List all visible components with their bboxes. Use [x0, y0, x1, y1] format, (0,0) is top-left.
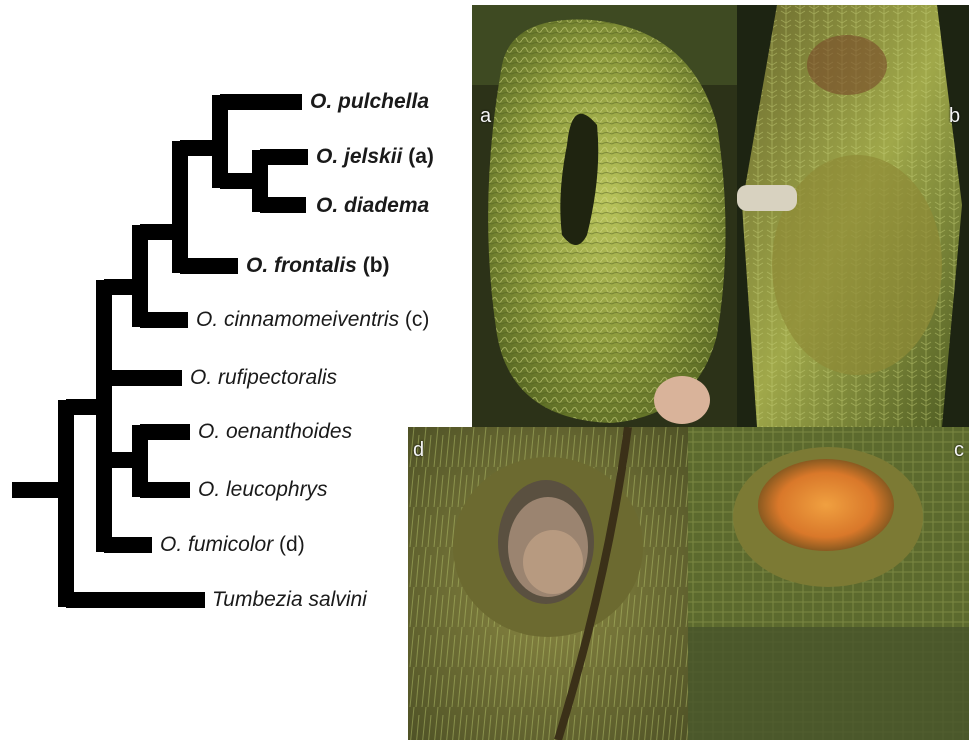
taxon-label-frontalis: O. frontalis (b) — [246, 254, 390, 278]
taxon-label-jelskii: O. jelskii (a) — [316, 145, 434, 169]
taxon-label-pulchella: O. pulchella — [310, 90, 429, 114]
taxon-label-rufipectoralis: O. rufipectoralis — [190, 366, 337, 390]
taxon-name: O. cinnamomeiventris — [196, 308, 399, 331]
photo-label-c: c — [954, 439, 964, 462]
photo-reference: (b) — [363, 254, 390, 277]
taxon-name: O. frontalis — [246, 254, 357, 277]
photo-reference: (c) — [405, 308, 430, 331]
photo-label-b: b — [949, 105, 960, 128]
nest-photo-d: d — [408, 427, 688, 740]
taxon-name: O. fumicolor — [160, 533, 273, 556]
taxon-name: O. oenanthoides — [198, 420, 352, 443]
taxon-name: O. jelskii — [316, 145, 402, 168]
nest-photo-b: b — [737, 5, 969, 427]
photo-reference: (d) — [279, 533, 305, 556]
taxon-label-fumicolor: O. fumicolor (d) — [160, 533, 305, 557]
taxon-name: O. pulchella — [310, 90, 429, 113]
photo-label-a: a — [480, 105, 491, 128]
taxon-label-oenanthoides: O. oenanthoides — [198, 420, 352, 444]
taxon-label-tumbezia: Tumbezia salvini — [212, 588, 367, 612]
nest-photo-c: c — [688, 427, 969, 740]
taxon-name: Tumbezia salvini — [212, 588, 367, 611]
taxon-label-diadema: O. diadema — [316, 194, 429, 218]
taxon-name: O. rufipectoralis — [190, 366, 337, 389]
taxon-name: O. leucophrys — [198, 478, 328, 501]
taxon-name: O. diadema — [316, 194, 429, 217]
taxon-label-cinnamomeiventris: O. cinnamomeiventris (c) — [196, 308, 429, 332]
photo-label-d: d — [413, 439, 424, 462]
nest-photo-a: a — [472, 5, 737, 427]
photo-reference: (a) — [408, 145, 434, 168]
taxon-label-leucophrys: O. leucophrys — [198, 478, 328, 502]
